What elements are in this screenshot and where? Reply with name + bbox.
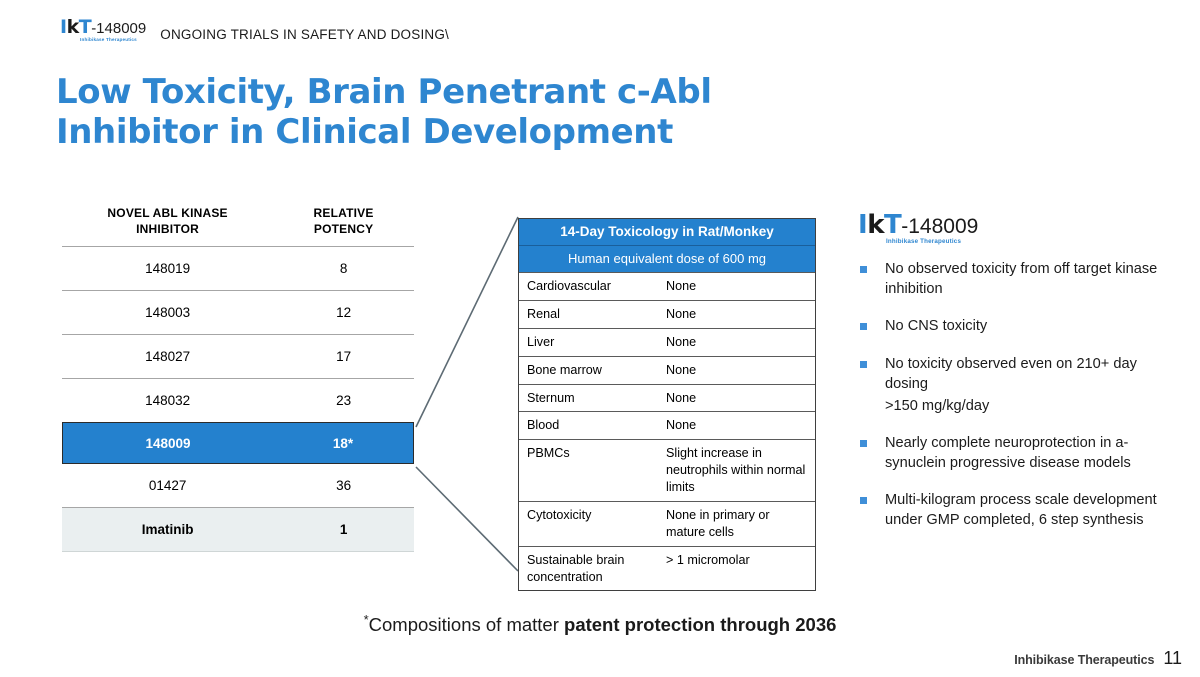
- cell-parameter: Renal: [527, 306, 560, 321]
- footer-page-number: 11: [1163, 648, 1182, 668]
- cell-potency: 17: [336, 349, 352, 365]
- table-row[interactable]: Cytotoxicity None in primary or mature c…: [519, 500, 815, 546]
- cell-inhibitor: Imatinib: [141, 522, 194, 538]
- table-row-highlighted-148009[interactable]: 148009 18*: [62, 422, 414, 465]
- cell-finding: None in primary or mature cells: [666, 507, 770, 539]
- cell-potency: 18*: [332, 435, 354, 451]
- table-bottom-rule: [62, 551, 414, 553]
- logo-subtitle: Inhibikase Therapeutics: [80, 37, 137, 42]
- potency-header-potency: RELATIVE POTENCY: [273, 205, 414, 237]
- bullet-text: Nearly complete neuroprotection in a-syn…: [885, 434, 1131, 472]
- list-item: Multi-kilogram process scale development…: [858, 490, 1170, 530]
- logo-letter-k: k: [66, 16, 80, 38]
- highlights-bullet-list: No observed toxicity from off target kin…: [858, 259, 1170, 530]
- cell-finding: > 1 micromolar: [666, 552, 750, 567]
- cell-inhibitor: 01427: [148, 478, 187, 494]
- logo-letter-i: I: [60, 16, 67, 38]
- cell-finding: None: [666, 362, 697, 377]
- cell-finding: None: [666, 306, 697, 321]
- toxicology-table: 14-Day Toxicology in Rat/Monkey Human eq…: [518, 218, 816, 592]
- cell-inhibitor: 148019: [145, 261, 191, 277]
- table-row[interactable]: Sustainable brain concentration > 1 micr…: [519, 545, 815, 591]
- ikt-148009-logo: IkT-148009 Inhibikase Therapeutics: [858, 212, 978, 245]
- bullet-text: No toxicity observed even on 210+ day do…: [885, 355, 1137, 392]
- table-row[interactable]: 148032 23: [62, 378, 414, 422]
- list-item: No observed toxicity from off target kin…: [858, 259, 1170, 299]
- highlights-panel: IkT-148009 Inhibikase Therapeutics No ob…: [858, 212, 1170, 547]
- logo-number: -148009: [91, 20, 147, 37]
- potency-header-potency-line1: RELATIVE: [313, 206, 374, 220]
- footnote-asterisk: *: [363, 612, 369, 627]
- ikt-logo: IkT-148009 Inhibikase Therapeutics: [60, 18, 146, 43]
- footer-company-name: Inhibikase Therapeutics: [1014, 653, 1155, 667]
- page-title: Low Toxicity, Brain Penetrant c-Abl Inhi…: [56, 71, 712, 152]
- list-item: No CNS toxicity: [858, 316, 1170, 336]
- cell-parameter: Blood: [527, 418, 560, 433]
- header-eyebrow: ONGOING TRIALS IN SAFETY AND DOSING\: [160, 26, 450, 42]
- table-row[interactable]: Blood None: [519, 411, 815, 439]
- slide-footer: Inhibikase Therapeutics 11: [1014, 648, 1182, 669]
- cell-potency: 23: [336, 393, 352, 409]
- table-row[interactable]: 148019 8: [62, 246, 414, 290]
- bullet-text: No CNS toxicity: [885, 318, 988, 335]
- toxicology-table-subtitle: Human equivalent dose of 600 mg: [519, 246, 815, 272]
- cell-parameter: Sustainable brain concentration: [527, 552, 625, 584]
- potency-header-potency-line2: POTENCY: [313, 222, 374, 237]
- table-row[interactable]: Bone marrow None: [519, 355, 815, 384]
- bullet-subtext: >150 mg/kg/day: [885, 397, 990, 414]
- slide-header: IkT-148009 Inhibikase Therapeutics ONGOI…: [60, 18, 449, 43]
- cell-finding: Slight increase in neutrophils within no…: [666, 446, 806, 494]
- cell-inhibitor: 148027: [145, 349, 191, 365]
- footnote-bold-text: patent protection through 2036: [564, 614, 837, 636]
- table-row[interactable]: PBMCs Slight increase in neutrophils wit…: [519, 439, 815, 501]
- bullet-text: Multi-kilogram process scale development…: [885, 492, 1157, 529]
- cell-finding: None: [666, 279, 697, 293]
- toxicology-table-title: 14-Day Toxicology in Rat/Monkey: [519, 219, 815, 246]
- table-row[interactable]: 148003 12: [62, 290, 414, 334]
- cell-parameter: Cytotoxicity: [527, 507, 592, 522]
- cell-finding: None: [666, 390, 697, 405]
- potency-header-inhibitor-line1: NOVEL ABL KINASE: [107, 206, 228, 220]
- connector-line-bottom: [415, 466, 519, 572]
- cell-potency: 12: [336, 305, 352, 321]
- footnote: *Compositions of matter patent protectio…: [0, 612, 1200, 636]
- footnote-text: Compositions of matter: [368, 614, 565, 636]
- cell-parameter: Sternum: [527, 390, 575, 405]
- logo-letter-t: T: [78, 16, 92, 38]
- table-row[interactable]: Sternum None: [519, 383, 815, 412]
- logo-letter-i: I: [858, 210, 868, 240]
- cell-parameter: Bone marrow: [527, 362, 602, 377]
- callout-connector-lines: [415, 216, 519, 572]
- cell-finding: None: [666, 334, 697, 349]
- table-row[interactable]: Renal None: [519, 299, 815, 328]
- bullet-text: No observed toxicity from off target kin…: [885, 261, 1158, 298]
- potency-table: NOVEL ABL KINASE INHIBITOR RELATIVE POTE…: [62, 205, 414, 553]
- cell-finding: None: [666, 418, 697, 433]
- table-row[interactable]: Liver None: [519, 327, 815, 356]
- cell-inhibitor: 148032: [145, 393, 191, 409]
- table-row[interactable]: Cardiovascular None: [519, 272, 815, 300]
- list-item: Nearly complete neuroprotection in a-syn…: [858, 433, 1170, 473]
- cell-inhibitor: 148003: [145, 305, 191, 321]
- table-row[interactable]: 148027 17: [62, 334, 414, 378]
- cell-potency: 1: [339, 522, 348, 538]
- potency-header-inhibitor-line2: INHIBITOR: [136, 222, 200, 237]
- table-row-imatinib[interactable]: Imatinib 1: [62, 507, 414, 552]
- list-item: No toxicity observed even on 210+ day do…: [858, 354, 1170, 416]
- table-row[interactable]: 01427 36: [62, 464, 414, 507]
- cell-potency: 8: [339, 261, 348, 277]
- connector-line-top: [415, 216, 519, 428]
- potency-table-header: NOVEL ABL KINASE INHIBITOR RELATIVE POTE…: [62, 205, 414, 246]
- logo-letter-t: T: [883, 210, 902, 240]
- cell-parameter: Cardiovascular: [527, 279, 611, 293]
- logo-letter-k: k: [867, 210, 884, 240]
- cell-inhibitor: 148009: [145, 435, 191, 451]
- logo-subtitle: Inhibikase Therapeutics: [886, 238, 962, 245]
- logo-number: -148009: [901, 215, 979, 238]
- cell-potency: 36: [336, 478, 352, 494]
- cell-parameter: Liver: [527, 334, 555, 349]
- potency-header-inhibitor: NOVEL ABL KINASE INHIBITOR: [62, 205, 273, 237]
- cell-parameter: PBMCs: [527, 446, 570, 461]
